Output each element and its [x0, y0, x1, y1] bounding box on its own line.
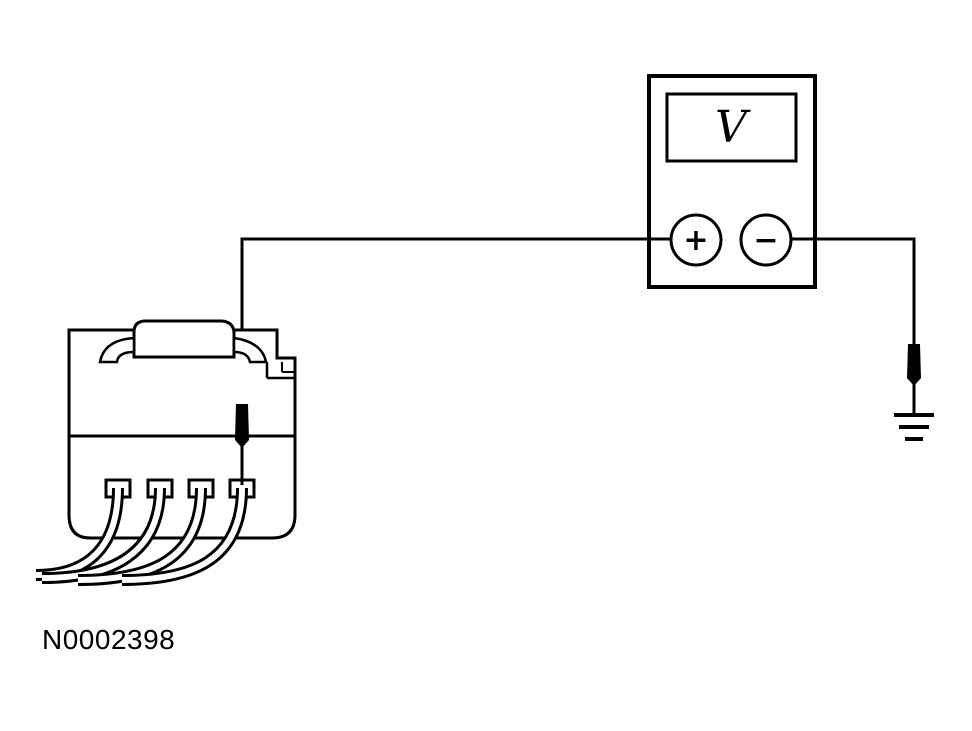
- back-probe: [235, 404, 249, 485]
- negative-lead-wire: [791, 237, 916, 344]
- connector-latch: [132, 319, 236, 357]
- figure-id-label: N0002398: [42, 624, 176, 655]
- ground-probe: [907, 344, 921, 414]
- ground-icon: [894, 413, 934, 441]
- wire-3: [77, 487, 207, 586]
- voltmeter-display-symbol: V: [715, 102, 751, 153]
- voltmeter-display: [665, 92, 798, 163]
- positive-terminal-symbol: +: [683, 223, 708, 258]
- voltmeter: V + −: [647, 74, 817, 289]
- wire-2: [41, 487, 166, 584]
- harness-wires: [35, 487, 248, 586]
- wire-4: [121, 487, 248, 586]
- positive-lead-wire: [240, 237, 671, 404]
- connector: [67, 319, 297, 540]
- negative-terminal-symbol: −: [753, 223, 778, 258]
